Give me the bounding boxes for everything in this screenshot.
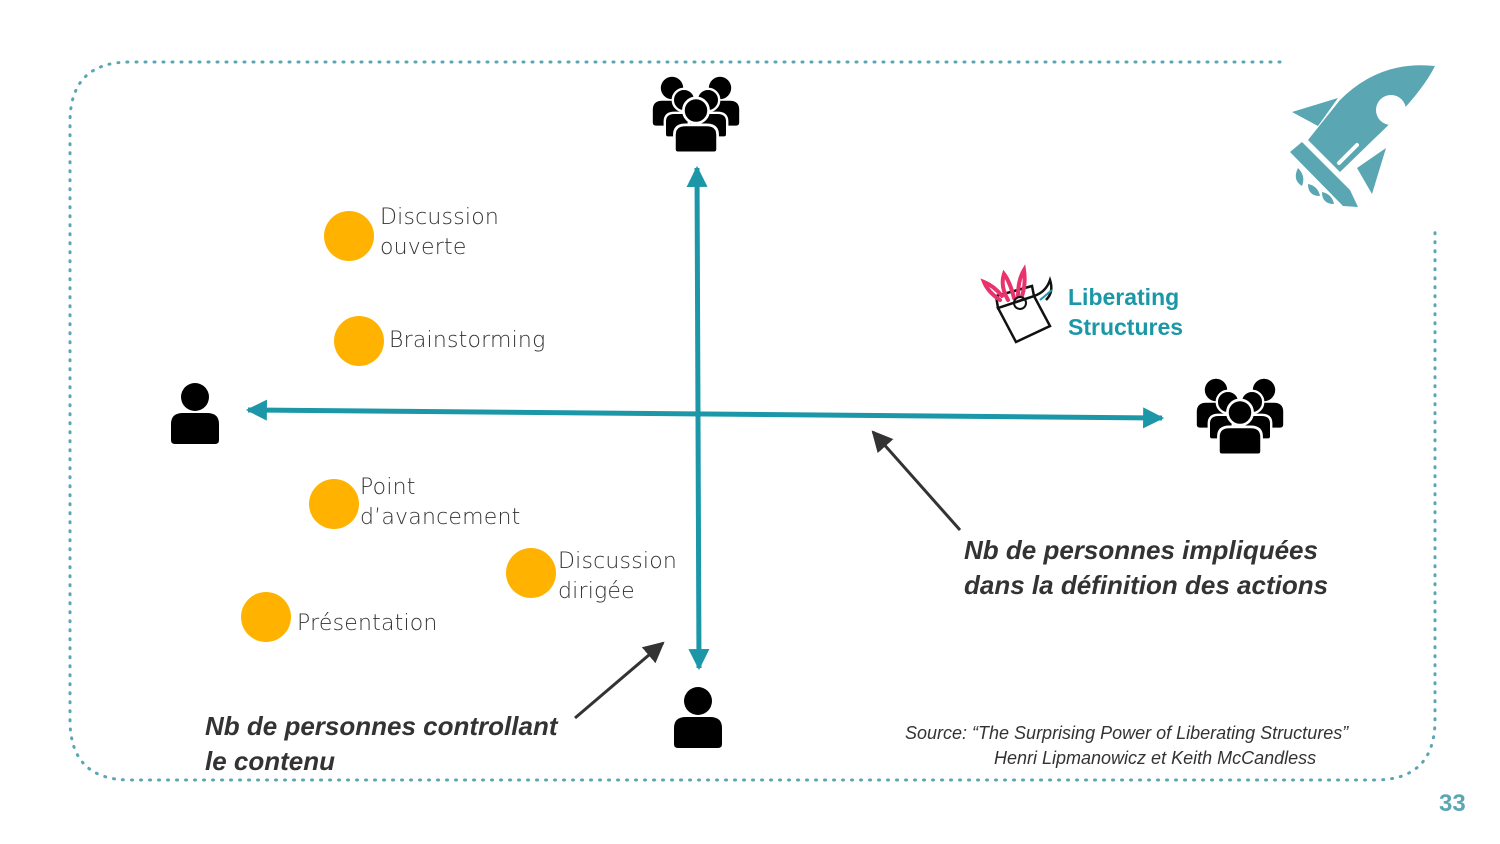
item-label-discussion-dirigee: Discussion dirigée [558, 549, 677, 604]
dotted-border [68, 60, 1437, 782]
item-label-presentation: Présentation [297, 611, 438, 636]
horizontal-axis [245, 399, 1165, 429]
item-dots [241, 211, 556, 642]
dot-discussion-ouverte [324, 211, 374, 261]
pointer-arrow-horizontal-label [871, 430, 962, 531]
vertical-axis-label: Nb de personnes controllant le contenu [205, 711, 558, 776]
group-icon-top [653, 77, 739, 153]
horizontal-axis-label: Nb de personnes impliquées dans la défin… [964, 535, 1329, 600]
person-icon-left [171, 383, 219, 444]
liberating-structures-logo [980, 264, 1053, 344]
dot-brainstorming [334, 316, 384, 366]
item-label-point-avancement: Point d’avancement [360, 475, 521, 530]
item-label-brainstorming: Brainstorming [389, 328, 546, 353]
group-icon-right [1197, 379, 1283, 455]
person-icon-bottom [674, 687, 722, 748]
rocket-icon [1290, 65, 1435, 207]
liberating-structures-text: Liberating Structures [1068, 284, 1184, 340]
dot-point-avancement [309, 479, 359, 529]
page-number: 33 [1439, 790, 1466, 817]
vertical-axis [686, 165, 710, 671]
dot-presentation [241, 592, 291, 642]
item-label-discussion-ouverte: Discussion ouverte [380, 205, 499, 260]
source-line-1: Source: “The Surprising Power of Liberat… [905, 723, 1349, 743]
source-line-2: Henri Lipmanowicz et Keith McCandless [994, 748, 1317, 768]
pointer-arrow-vertical-label [574, 641, 665, 720]
dot-discussion-dirigee [506, 548, 556, 598]
